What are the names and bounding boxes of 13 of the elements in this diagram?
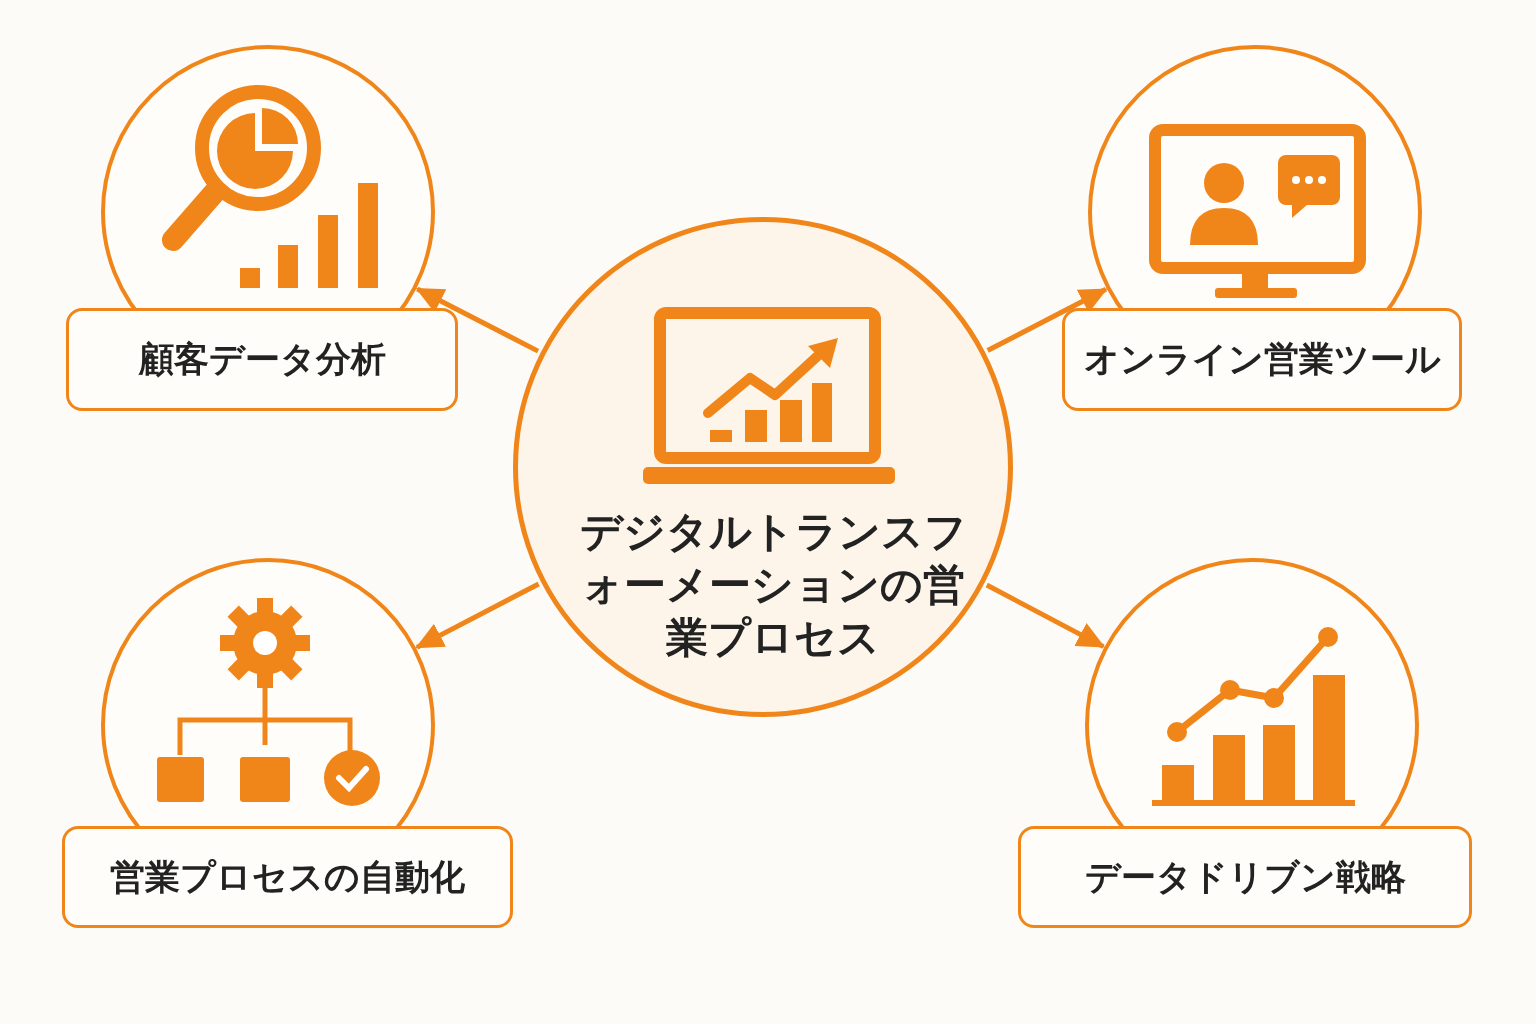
arrow xyxy=(415,286,540,354)
topic-label: 営業プロセスの自動化 xyxy=(62,826,513,928)
topic-node xyxy=(1062,44,1462,411)
arrow xyxy=(986,287,1108,353)
topic-label: 顧客データ分析 xyxy=(66,308,458,411)
arrow xyxy=(985,582,1106,649)
topic-node xyxy=(1018,557,1472,928)
topic-label: オンライン営業ツール xyxy=(1062,308,1462,411)
hub-title: デジタルトランスフォーメーションの営業プロセス xyxy=(578,506,968,664)
topic-node xyxy=(66,44,458,411)
arrow xyxy=(415,581,540,650)
topic-label: データドリブン戦略 xyxy=(1018,826,1472,928)
topic-node xyxy=(62,557,513,928)
